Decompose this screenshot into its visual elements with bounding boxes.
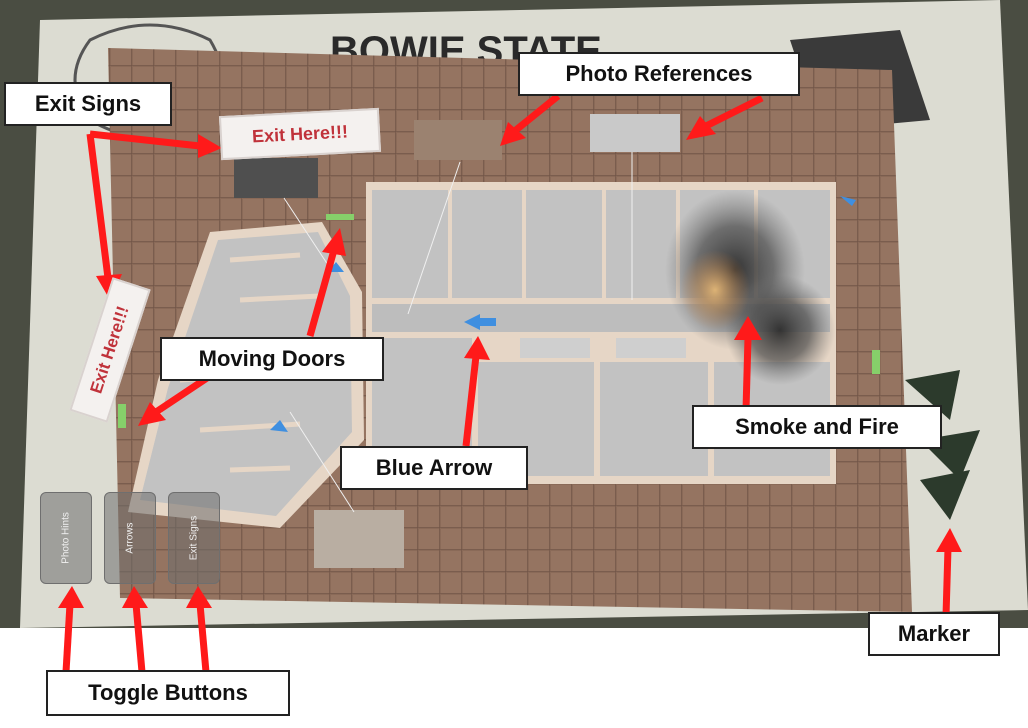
fire-glow: [680, 250, 750, 330]
photo-line: [283, 197, 331, 269]
toggle-photo-hints-label: Photo Hints: [60, 512, 72, 564]
callout-smoke-and-fire: Smoke and Fire: [692, 405, 942, 449]
marker-triangle-3: [920, 470, 970, 520]
photo-reference: [590, 114, 680, 152]
exit-sign-top-label: Exit Here!!!: [251, 121, 349, 146]
photo-reference: [414, 120, 502, 160]
blue-arrow-main: [464, 314, 496, 330]
callout-exit-signs: Exit Signs: [4, 82, 172, 126]
marker-triangle-1: [905, 370, 960, 420]
callout-photo-references: Photo References: [518, 52, 800, 96]
room: [600, 362, 708, 476]
blue-arrow: [840, 196, 856, 206]
callout-blue-arrow: Blue Arrow: [340, 446, 528, 490]
red-arrows: [58, 93, 962, 673]
door: [326, 214, 354, 220]
photo-reference: [314, 510, 404, 568]
room: [372, 190, 448, 298]
room: [616, 338, 686, 358]
toggle-arrows-button[interactable]: Arrows: [104, 492, 156, 584]
callout-toggle-buttons: Toggle Buttons: [46, 670, 290, 716]
smoke-cloud: [725, 275, 835, 385]
room: [520, 338, 590, 358]
toggle-arrows-label: Arrows: [124, 522, 136, 554]
room: [606, 190, 676, 298]
toggle-exit-signs-button[interactable]: Exit Signs: [168, 492, 220, 584]
photo-reference: [234, 158, 318, 198]
photo-line: [289, 411, 355, 513]
room: [452, 190, 522, 298]
blue-arrow: [270, 420, 288, 432]
door: [118, 404, 126, 428]
callout-marker: Marker: [868, 612, 1000, 656]
toggle-photo-hints-button[interactable]: Photo Hints: [40, 492, 92, 584]
exit-sign-top: Exit Here!!!: [218, 107, 382, 161]
room: [526, 190, 602, 298]
door: [872, 350, 880, 374]
toggle-exit-signs-label: Exit Signs: [188, 515, 200, 561]
callout-moving-doors: Moving Doors: [160, 337, 384, 381]
photo-line: [407, 161, 461, 315]
